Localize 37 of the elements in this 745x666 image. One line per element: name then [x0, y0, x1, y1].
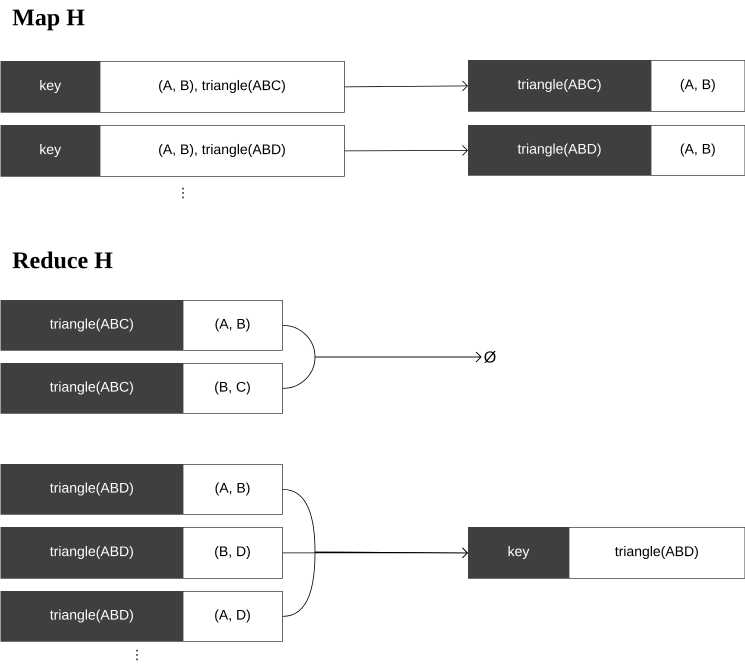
key-cell: key	[0, 125, 100, 176]
arrow	[282, 547, 468, 617]
value-cell: (B, C)	[182, 362, 250, 414]
empty-set-symbol: Ø	[484, 351, 496, 363]
value-cell: (A, B), triangle(ABC)	[100, 60, 285, 112]
key-cell: key	[468, 526, 569, 578]
value-cell: (A, B)	[182, 300, 250, 350]
key-cell: triangle(ABD)	[0, 590, 183, 641]
arrow	[344, 145, 468, 156]
record-box	[0, 60, 345, 113]
key-cell: triangle(ABC)	[0, 300, 183, 350]
record-box	[0, 526, 283, 579]
record-box	[0, 590, 283, 642]
record-box	[468, 124, 745, 176]
record-box	[0, 124, 345, 177]
record-box	[468, 60, 745, 112]
value-cell: (A, B)	[650, 124, 715, 176]
arrow	[344, 80, 468, 92]
value-cell: triangle(ABD)	[568, 526, 698, 578]
section-title: Reduce H	[12, 252, 112, 268]
key-cell: key	[0, 61, 100, 112]
key-cell: triangle(ABD)	[468, 125, 651, 175]
key-cell: triangle(ABC)	[468, 60, 651, 111]
key-cell: triangle(ABD)	[0, 464, 183, 514]
record-box	[0, 362, 283, 414]
record-box	[0, 464, 283, 515]
record-box	[468, 526, 745, 579]
value-cell: (B, D)	[182, 526, 250, 578]
key-cell: triangle(ABD)	[0, 526, 183, 578]
value-cell: (A, B)	[182, 464, 250, 514]
value-cell: (A, D)	[182, 590, 250, 642]
value-cell: (A, B), triangle(ABD)	[100, 124, 285, 176]
section-title: Map H	[12, 10, 84, 30]
arrow	[282, 352, 482, 389]
record-box	[0, 300, 283, 351]
value-cell: (A, B)	[650, 60, 715, 112]
key-cell: triangle(ABC)	[0, 362, 183, 413]
